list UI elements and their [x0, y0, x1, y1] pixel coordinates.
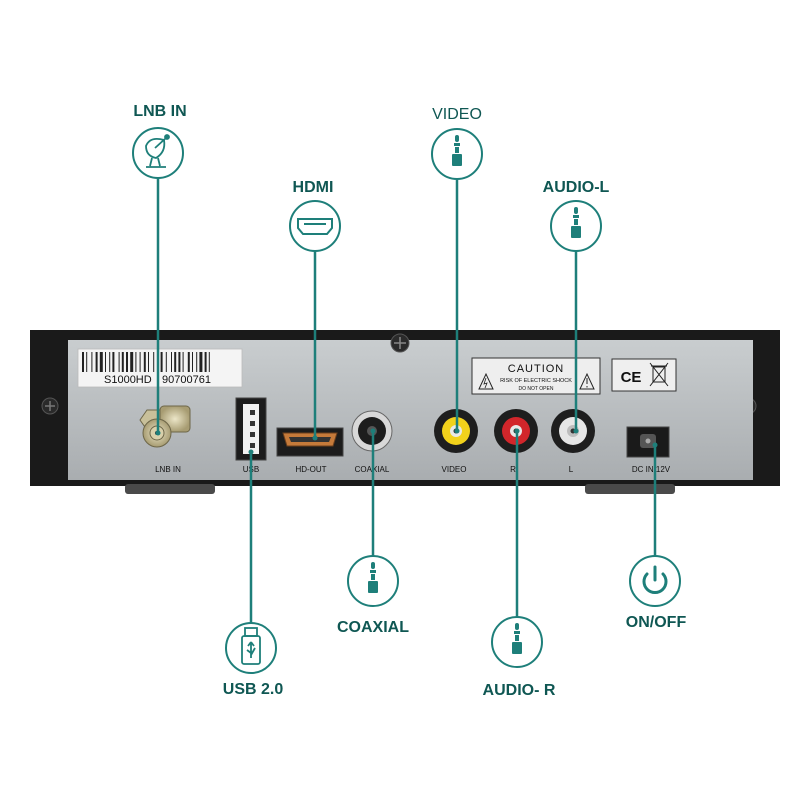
caution-line1: RISK OF ELECTRIC SHOCK [500, 378, 572, 384]
barcode-bar [192, 352, 193, 372]
coaxial-callout: COAXIAL [337, 555, 409, 636]
weee-bin-icon [649, 362, 669, 387]
barcode-bar [118, 352, 120, 372]
power-callout: ON/OFF [626, 555, 687, 631]
hdmi-port[interactable] [276, 427, 344, 457]
screw-left [41, 397, 59, 415]
power-icon [642, 565, 668, 594]
usb-callout-label: USB 2.0 [223, 681, 284, 698]
barcode-bar [112, 352, 115, 372]
barcode-bar [135, 352, 137, 372]
barcode-bar [95, 352, 98, 372]
lnb-in-callout-label: LNB IN [133, 103, 186, 120]
lnb-in-dot [155, 430, 161, 436]
screw-top [390, 333, 410, 353]
audio-r-jack-icon [512, 623, 522, 654]
barcode-bar [121, 352, 124, 372]
barcode-bar [130, 352, 134, 372]
hdmi-callout-label: HDMI [293, 179, 334, 196]
coaxial-jack-icon [368, 562, 378, 593]
model-sticker: S1000HD 90700761 [77, 348, 243, 388]
barcode-bar [208, 352, 210, 372]
video-callout-label: VIDEO [432, 106, 482, 123]
lnb-in-callout: LNB IN [132, 103, 187, 179]
barcode-bar [126, 352, 128, 372]
hd-out-port-label: HD-OUT [295, 465, 326, 474]
barcode [82, 352, 210, 372]
video-port-label: VIDEO [442, 465, 467, 474]
exclamation-warning-icon [579, 372, 595, 390]
coaxial-dot [370, 428, 376, 434]
model-label: S1000HD [104, 374, 152, 386]
barcode-bar [196, 352, 198, 372]
barcode-bar [109, 352, 111, 372]
hdmi-dot [312, 435, 318, 441]
callout-lines [156, 178, 657, 623]
barcode-bar [165, 352, 167, 372]
audio-l-rca-port[interactable] [551, 409, 595, 453]
barcode-bar [148, 352, 149, 372]
audio-r-callout-label: AUDIO- R [483, 682, 556, 699]
ce-weee-label: CE [611, 358, 677, 392]
usb-drive-icon [241, 627, 261, 665]
video-jack-icon [452, 135, 462, 166]
audio-l-callout-label: AUDIO-L [543, 179, 610, 196]
video-callout: VIDEO [431, 106, 483, 180]
barcode-bar [171, 352, 172, 372]
barcode-bar [178, 352, 181, 372]
barcode-bar [105, 352, 106, 372]
barcode-bar [91, 352, 93, 372]
dc-in-port[interactable] [626, 426, 670, 458]
barcode-bar [86, 352, 88, 372]
r-port-label: R [510, 465, 516, 474]
leader-end-dots [155, 428, 658, 455]
audio-l-jack-icon [571, 207, 581, 238]
barcode-bar [139, 352, 141, 372]
barcode-bar [199, 352, 203, 372]
hdmi-callout: HDMI [289, 179, 341, 252]
lightning-warning-icon [478, 372, 494, 390]
barcode-bar [153, 352, 155, 372]
audio-l-callout: AUDIO-L [543, 179, 610, 252]
video-dot [454, 428, 460, 434]
power-dot [652, 442, 658, 448]
power-callout-label: ON/OFF [626, 614, 687, 631]
audio-r-dot [514, 428, 520, 434]
coaxial-callout-label: COAXIAL [337, 619, 409, 636]
lnb-in-port[interactable] [139, 405, 191, 448]
usb-callout: USB 2.0 [223, 622, 284, 698]
audio-r-callout: AUDIO- R [483, 616, 556, 699]
serial-label: 90700761 [162, 374, 211, 386]
barcode-bar [182, 352, 184, 372]
caution-line2: DO NOT OPEN [519, 386, 554, 392]
barcode-bar [143, 352, 146, 372]
barcode-bar [160, 352, 163, 372]
caution-title: CAUTION [508, 363, 565, 375]
barcode-bar [82, 352, 84, 372]
barcode-bar [174, 352, 177, 372]
caution-label: CAUTION RISK OF ELECTRIC SHOCK DO NOT OP… [471, 357, 601, 395]
dc-in-port-label: DC IN 12V [632, 465, 671, 474]
ce-mark: CE [621, 369, 642, 386]
hdmi-port-icon [297, 218, 333, 235]
satellite-dish-icon [145, 134, 170, 168]
barcode-bar [99, 352, 103, 372]
lnb-in-port-label: LNB IN [155, 465, 181, 474]
barcode-bar [187, 352, 190, 372]
l-port-label: L [569, 465, 574, 474]
barcode-bar [204, 352, 207, 372]
audio-l-dot [573, 428, 579, 434]
usb-dot [248, 449, 254, 455]
